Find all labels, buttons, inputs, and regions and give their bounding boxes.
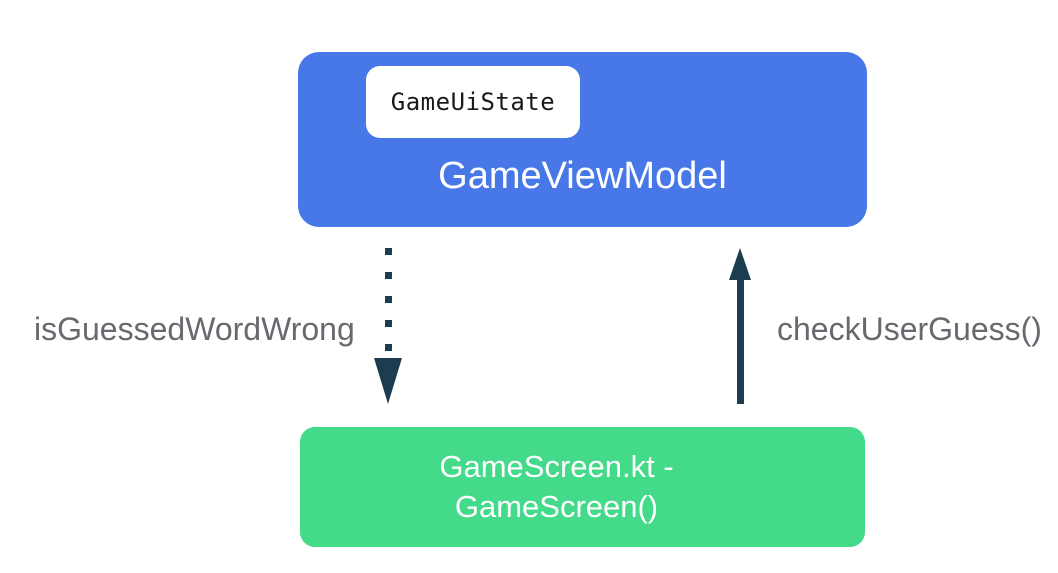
gamescreen-box: GameScreen.kt - GameScreen() bbox=[300, 427, 865, 547]
dotted-arrow-dot bbox=[385, 248, 392, 255]
gamescreen-title-line1: GameScreen.kt - bbox=[439, 449, 674, 484]
gamescreen-title: GameScreen.kt - GameScreen() bbox=[439, 447, 673, 527]
arrowhead-up-icon bbox=[729, 248, 751, 280]
arrowhead-down-icon bbox=[374, 358, 402, 404]
gameviewmodel-box: GameUiState GameViewModel bbox=[298, 52, 867, 227]
state-flow-dotted-arrow bbox=[385, 248, 392, 368]
dotted-arrow-dot bbox=[385, 296, 392, 303]
event-solid-arrow-shaft bbox=[737, 279, 744, 404]
dotted-arrow-dot bbox=[385, 344, 392, 351]
gamescreen-title-line2: GameScreen() bbox=[454, 489, 659, 524]
dotted-arrow-dot bbox=[385, 272, 392, 279]
isguessedwordwrong-label: isGuessedWordWrong bbox=[34, 311, 355, 347]
dotted-arrow-dot bbox=[385, 320, 392, 327]
gameuistate-chip-label: GameUiState bbox=[390, 88, 556, 116]
gameuistate-chip: GameUiState bbox=[366, 66, 580, 138]
checkuserguess-label: checkUserGuess() bbox=[777, 311, 1042, 347]
gameviewmodel-title: GameViewModel bbox=[438, 155, 727, 197]
